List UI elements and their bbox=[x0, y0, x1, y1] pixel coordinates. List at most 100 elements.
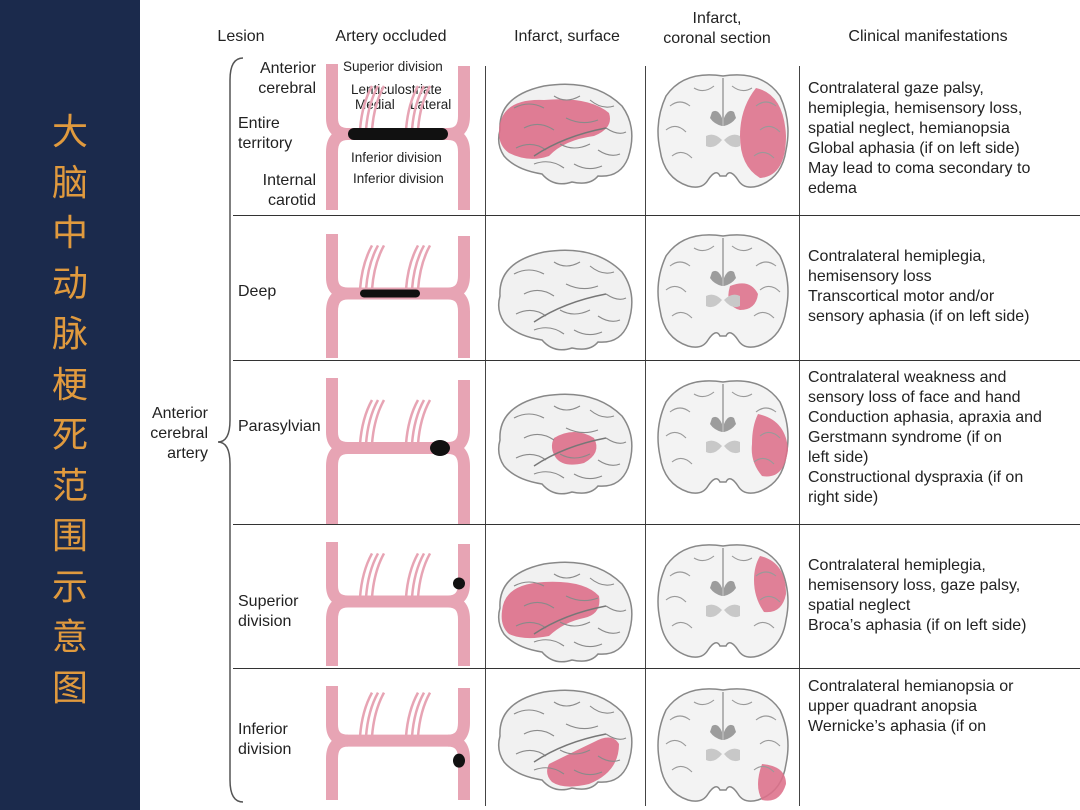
ventricle bbox=[724, 724, 736, 740]
label-inferior-division-2: Inferior division bbox=[353, 171, 444, 186]
group-brace bbox=[217, 57, 244, 803]
clinical-line: right side) bbox=[808, 489, 879, 506]
row-divider bbox=[233, 524, 1080, 525]
clinical-line: upper quadrant anopsia bbox=[808, 698, 978, 715]
title-character: 脑 bbox=[51, 162, 89, 204]
occlusion-marker bbox=[453, 577, 465, 590]
label-line: territory bbox=[238, 135, 293, 152]
brain-coronal-view bbox=[657, 544, 789, 658]
clinical-line: Contralateral gaze palsy, bbox=[808, 80, 984, 97]
ventricle bbox=[710, 416, 722, 432]
occlusion-marker bbox=[348, 128, 448, 140]
clinical-line: sensory aphasia (if on left side) bbox=[808, 308, 1030, 325]
label-entire-territory: Entire territory bbox=[238, 114, 292, 154]
infarct-region bbox=[751, 414, 788, 477]
clinical-row-1: Contralateral gaze palsy, hemiplegia, he… bbox=[808, 79, 1030, 199]
clinical-row-2: Contralateral hemiplegia, hemisensory lo… bbox=[808, 247, 1029, 327]
artery-diagram bbox=[326, 686, 470, 800]
infarct-region bbox=[499, 99, 610, 159]
brain-outline bbox=[497, 249, 633, 351]
brain-coronal-view bbox=[657, 234, 789, 348]
brain-surface-view bbox=[497, 561, 633, 663]
label-line: Entire bbox=[238, 115, 280, 132]
clinical-row-3: Contralateral weakness and sensory loss … bbox=[808, 368, 1042, 508]
title-character: 动 bbox=[51, 263, 89, 305]
occlusion-marker bbox=[430, 440, 450, 456]
artery-main bbox=[326, 542, 470, 608]
clinical-row-4: Contralateral hemiplegia, hemisensory lo… bbox=[808, 556, 1026, 636]
artery-main bbox=[326, 686, 470, 747]
brain-coronal-view bbox=[657, 74, 789, 188]
clinical-line: hemisensory loss bbox=[808, 268, 932, 285]
ventricle bbox=[724, 580, 736, 596]
occlusion-marker bbox=[453, 753, 465, 768]
ventricle bbox=[724, 270, 736, 286]
ventricle bbox=[724, 110, 736, 126]
brain-surface-view bbox=[497, 83, 633, 185]
clinical-row-5: Contralateral hemianopsia or upper quadr… bbox=[808, 677, 1013, 737]
group-label: Anterior cerebral artery bbox=[144, 404, 208, 464]
clinical-line: Contralateral hemiplegia, bbox=[808, 248, 986, 265]
ventricle bbox=[710, 724, 722, 740]
artery-diagram bbox=[326, 64, 470, 210]
label-line: Superior bbox=[238, 593, 299, 610]
header-infarct-surface: Infarct, surface bbox=[514, 28, 620, 45]
group-label-line: Anterior bbox=[151, 405, 208, 422]
clinical-line: May lead to coma secondary to bbox=[808, 160, 1031, 177]
title-character: 范 bbox=[51, 465, 89, 507]
brain-surface-view bbox=[497, 249, 633, 351]
infarct-region bbox=[758, 764, 786, 801]
title-character: 意 bbox=[51, 617, 89, 658]
group-label-line: artery bbox=[167, 445, 208, 462]
lesion-inferior-division: Inferior division bbox=[238, 720, 291, 760]
clinical-line: Global aphasia (if on left side) bbox=[808, 140, 1020, 157]
lesion-deep: Deep bbox=[238, 283, 277, 300]
label-line: Internal bbox=[262, 172, 316, 189]
artery-diagram bbox=[326, 378, 470, 524]
title-character: 大 bbox=[51, 112, 89, 153]
clinical-line: hemisensory loss, gaze palsy, bbox=[808, 577, 1021, 594]
brain-coronal-view bbox=[657, 688, 789, 802]
ventricle bbox=[710, 270, 722, 286]
row-divider bbox=[233, 360, 1080, 361]
artery-main bbox=[326, 64, 470, 140]
brain-surface-view bbox=[497, 393, 633, 495]
column-divider bbox=[799, 66, 800, 806]
label-line: division bbox=[238, 741, 292, 758]
title-character: 示 bbox=[51, 566, 89, 608]
clinical-line: hemiplegia, hemisensory loss, bbox=[808, 100, 1023, 117]
clinical-line: spatial neglect, hemianopsia bbox=[808, 120, 1010, 137]
infarct-region bbox=[501, 581, 600, 639]
label-line: Anterior bbox=[259, 60, 316, 77]
header-artery-occluded: Artery occluded bbox=[335, 28, 447, 45]
label-anterior-cerebral: Anterior cerebral bbox=[252, 59, 316, 99]
infarct-region bbox=[547, 737, 619, 787]
row-divider bbox=[233, 668, 1080, 669]
column-divider bbox=[485, 66, 486, 806]
clinical-line: Broca’s aphasia (if on left side) bbox=[808, 617, 1027, 634]
clinical-line: Contralateral hemianopsia or bbox=[808, 678, 1014, 695]
label-inferior-division: Inferior division bbox=[351, 150, 442, 165]
infarct-region bbox=[740, 88, 786, 178]
header-lesion: Lesion bbox=[217, 28, 265, 45]
header-infarct-coronal: Infarct, coronal section bbox=[650, 9, 784, 49]
title-character: 死 bbox=[51, 415, 89, 456]
column-divider bbox=[645, 66, 646, 806]
coronal-outline bbox=[657, 688, 789, 802]
header-coronal-line1: Infarct, bbox=[692, 10, 742, 27]
clinical-line: Wernicke’s aphasia (if on bbox=[808, 718, 987, 735]
artery-main bbox=[326, 378, 470, 454]
artery-diagram bbox=[326, 234, 470, 358]
coronal-outline bbox=[657, 234, 789, 348]
clinical-line: Gerstmann syndrome (if on bbox=[808, 429, 1002, 446]
clinical-line: left side) bbox=[808, 449, 869, 466]
lesion-parasylvian: Parasylvian bbox=[238, 418, 321, 435]
clinical-line: spatial neglect bbox=[808, 597, 911, 614]
clinical-line: Constructional dyspraxia (if on bbox=[808, 469, 1024, 486]
title-character: 图 bbox=[51, 667, 89, 709]
ventricle bbox=[710, 110, 722, 126]
row-divider bbox=[233, 215, 1080, 216]
header-clinical: Clinical manifestations bbox=[848, 28, 1008, 45]
label-line: carotid bbox=[267, 192, 316, 209]
artery-diagram bbox=[326, 542, 470, 666]
